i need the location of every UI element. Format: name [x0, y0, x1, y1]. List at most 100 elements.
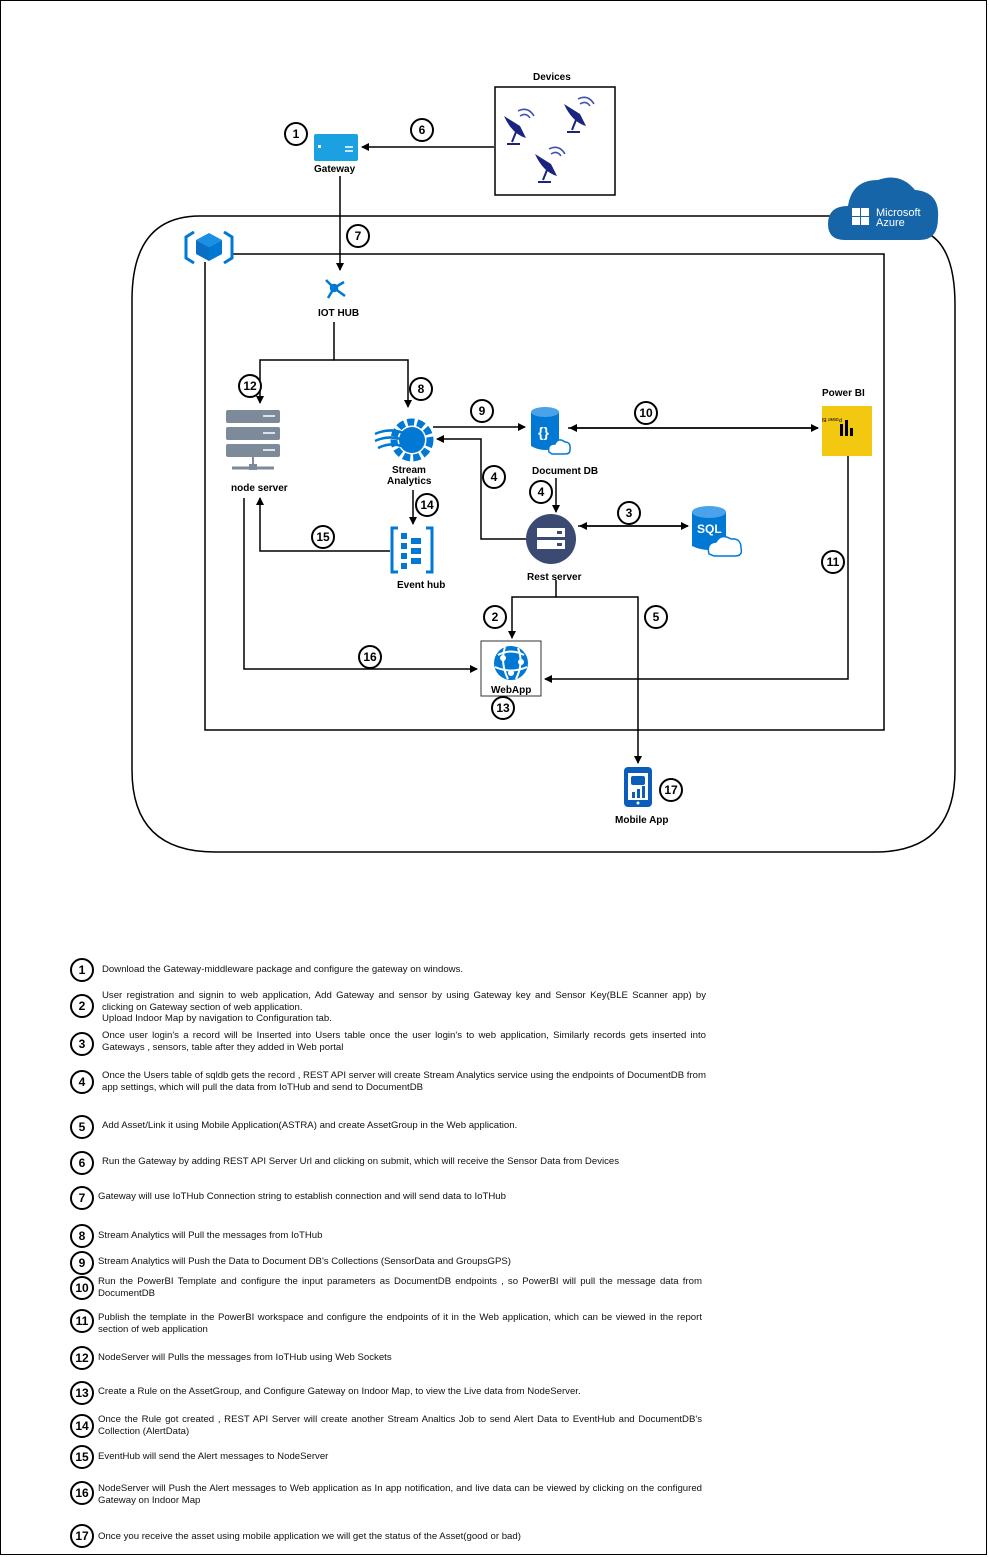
svg-text:5: 5 — [653, 610, 660, 624]
step-number: 16 — [70, 1481, 94, 1505]
rest-server-label: Rest server — [527, 572, 582, 583]
step-number: 10 — [70, 1276, 94, 1300]
satellite-dish-icon — [535, 146, 566, 183]
stream-analytics-label-1: Stream — [392, 465, 426, 476]
step-marker: 17 — [659, 778, 683, 802]
svg-text:6: 6 — [419, 123, 426, 137]
svg-text:3: 3 — [626, 506, 633, 520]
step-text: Publish the template in the PowerBI work… — [98, 1312, 702, 1335]
iot-hub-label: IOT HUB — [318, 308, 359, 319]
step-marker: 10 — [634, 401, 658, 425]
step-number: 6 — [70, 1151, 94, 1175]
svg-text:15: 15 — [316, 530, 330, 544]
svg-text:9: 9 — [479, 404, 486, 418]
microsoft-azure-logo: Microsoft Azure — [828, 177, 939, 240]
stream-analytics-icon — [374, 418, 434, 462]
power-bi-tile-text: Power BI — [822, 416, 842, 422]
sql-text: SQL — [697, 522, 722, 536]
document-db-icon: {} — [531, 407, 571, 455]
step-number: 9 — [70, 1251, 94, 1275]
step-marker: 16 — [358, 645, 382, 669]
step-text: NodeServer will Pulls the messages from … — [98, 1352, 392, 1363]
step-number: 1 — [70, 958, 94, 982]
svg-text:11: 11 — [827, 555, 840, 569]
microsoft-text: Microsoft — [876, 207, 921, 219]
step-marker: 6 — [410, 118, 434, 142]
arrow-iothub-stream — [333, 322, 412, 408]
satellite-dish-icon — [504, 108, 535, 145]
event-hub-icon — [390, 526, 434, 574]
arrow-eventhub-node — [256, 497, 390, 552]
step-text: Run the PowerBI Template and configure t… — [98, 1276, 702, 1299]
svg-text:16: 16 — [363, 650, 377, 664]
svg-text:14: 14 — [420, 498, 434, 512]
step-text: Add Asset/Link it using Mobile Applicati… — [102, 1120, 518, 1131]
resource-group-icon — [184, 230, 234, 265]
power-bi-icon: Power BI — [822, 406, 872, 456]
connectors — [243, 143, 849, 764]
step-marker: 7 — [346, 224, 370, 248]
mobile-app-label: Mobile App — [615, 815, 669, 826]
architecture-diagram: Microsoft Azure Devices Gateway IOT HUB — [131, 72, 956, 853]
step-text: NodeServer will Push the Alert messages … — [98, 1483, 702, 1506]
node-server-icon — [226, 410, 280, 470]
step-marker: 3 — [617, 501, 641, 525]
document-db-label: Document DB — [532, 466, 598, 477]
step-marker: 13 — [491, 696, 515, 720]
svg-text:4: 4 — [538, 485, 545, 499]
rest-server-icon — [526, 514, 576, 564]
step-marker: 4 — [482, 465, 506, 489]
step-text: Once the Rule got created , REST API Ser… — [98, 1414, 702, 1437]
step-marker: 11 — [821, 550, 845, 574]
power-bi-label: Power BI — [822, 388, 865, 399]
step-markers: 1 2 3 4 4 5 6 7 8 9 10 11 12 13 14 15 16… — [238, 118, 845, 802]
step-text: Download the Gateway-middleware package … — [102, 964, 464, 975]
step-marker: 2 — [483, 605, 507, 629]
step-number: 4 — [70, 1070, 94, 1094]
step-text: Once user login's a record will be Inser… — [102, 1030, 706, 1053]
step-number: 2 — [70, 994, 94, 1018]
step-number: 12 — [70, 1346, 94, 1370]
gateway-label: Gateway — [314, 164, 356, 175]
step-marker: 9 — [470, 399, 494, 423]
arrow-powerbi-webapp — [544, 456, 849, 683]
webapp-globe-icon — [494, 646, 528, 680]
svg-text:4: 4 — [491, 470, 498, 484]
step-text: EventHub will send the Alert messages to… — [98, 1451, 329, 1462]
iot-hub-icon — [325, 279, 346, 299]
webapp-label: WebApp — [491, 685, 531, 696]
svg-text:13: 13 — [496, 701, 510, 715]
step-text: Stream Analytics will Pull the messages … — [98, 1230, 323, 1241]
step-text: Once you receive the asset using mobile … — [98, 1531, 521, 1542]
step-marker: 4 — [529, 480, 553, 504]
azure-text: Azure — [876, 217, 905, 229]
mobile-app-icon — [624, 767, 652, 807]
arrow-rest-stream — [436, 435, 526, 540]
step-number: 11 — [70, 1309, 94, 1333]
arrow-node-webapp — [243, 498, 478, 673]
svg-text:10: 10 — [639, 406, 653, 420]
step-text: Stream Analytics will Push the Data to D… — [98, 1256, 511, 1267]
svg-text:1: 1 — [293, 127, 300, 141]
gateway-icon — [314, 134, 358, 161]
step-text: User registration and signin to web appl… — [102, 990, 706, 1024]
step-text: Run the Gateway by adding REST API Serve… — [102, 1156, 620, 1167]
step-marker: 5 — [644, 605, 668, 629]
step-number: 13 — [70, 1381, 94, 1405]
svg-text:17: 17 — [664, 783, 678, 797]
event-hub-label: Event hub — [397, 580, 445, 591]
stream-analytics-label-2: Analytics — [387, 476, 432, 487]
step-marker: 15 — [311, 525, 335, 549]
step-text: Once the Users table of sqldb gets the r… — [102, 1070, 706, 1093]
arrow-rest-webapp — [508, 580, 557, 639]
azure-boundary — [131, 215, 956, 853]
svg-text:{}: {} — [538, 424, 549, 440]
node-server-label: node server — [231, 483, 288, 494]
svg-text:12: 12 — [243, 379, 257, 393]
step-number: 3 — [70, 1032, 94, 1056]
step-number: 7 — [70, 1186, 94, 1210]
devices-box — [494, 86, 616, 196]
step-marker: 12 — [238, 374, 262, 398]
